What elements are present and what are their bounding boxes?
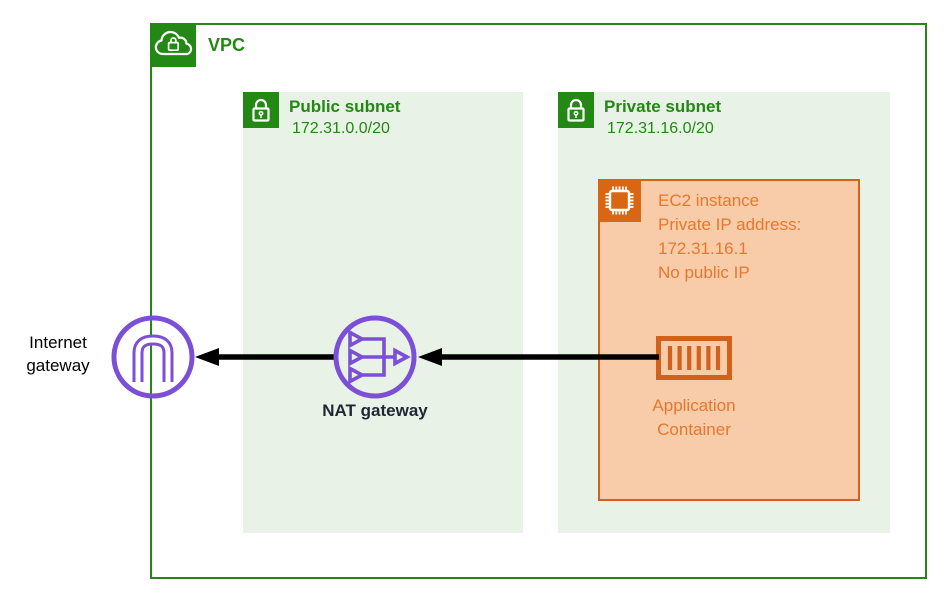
public-subnet-cidr: 172.31.0.0/20 bbox=[292, 120, 390, 137]
container-bars-icon bbox=[656, 336, 732, 380]
public-subnet-labels: Public subnet 172.31.0.0/20 bbox=[289, 96, 400, 140]
application-container-label: Application Container bbox=[652, 396, 736, 439]
cloud-lock-icon bbox=[150, 23, 196, 67]
chip-icon bbox=[598, 179, 641, 222]
private-subnet-cidr: 172.31.16.0/20 bbox=[607, 120, 714, 137]
private-subnet-title: Private subnet bbox=[604, 97, 722, 116]
public-subnet-title: Public subnet bbox=[289, 97, 401, 116]
ec2-no-public-ip: No public IP bbox=[658, 263, 750, 282]
vpc-label: VPC bbox=[208, 34, 246, 55]
arrow-nat-to-internet-gateway bbox=[195, 348, 337, 366]
internet-gateway-icon bbox=[111, 315, 195, 399]
lock-icon bbox=[558, 92, 594, 128]
lock-icon bbox=[243, 92, 279, 128]
nat-gateway-label: NAT gateway bbox=[322, 401, 428, 420]
arrow-container-to-nat-gateway bbox=[418, 348, 659, 366]
internet-gateway-label: Internet gateway bbox=[26, 333, 90, 375]
nat-gateway-icon bbox=[333, 315, 417, 399]
public-subnet-box bbox=[243, 92, 523, 533]
ec2-private-ip-value: 172.31.16.1 bbox=[658, 239, 748, 258]
ec2-instance-text: EC2 instance Private IP address: 172.31.… bbox=[658, 189, 801, 285]
private-subnet-labels: Private subnet 172.31.16.0/20 bbox=[604, 96, 721, 140]
ec2-title: EC2 instance bbox=[658, 191, 760, 210]
ec2-private-ip-label: Private IP address: bbox=[658, 215, 802, 234]
